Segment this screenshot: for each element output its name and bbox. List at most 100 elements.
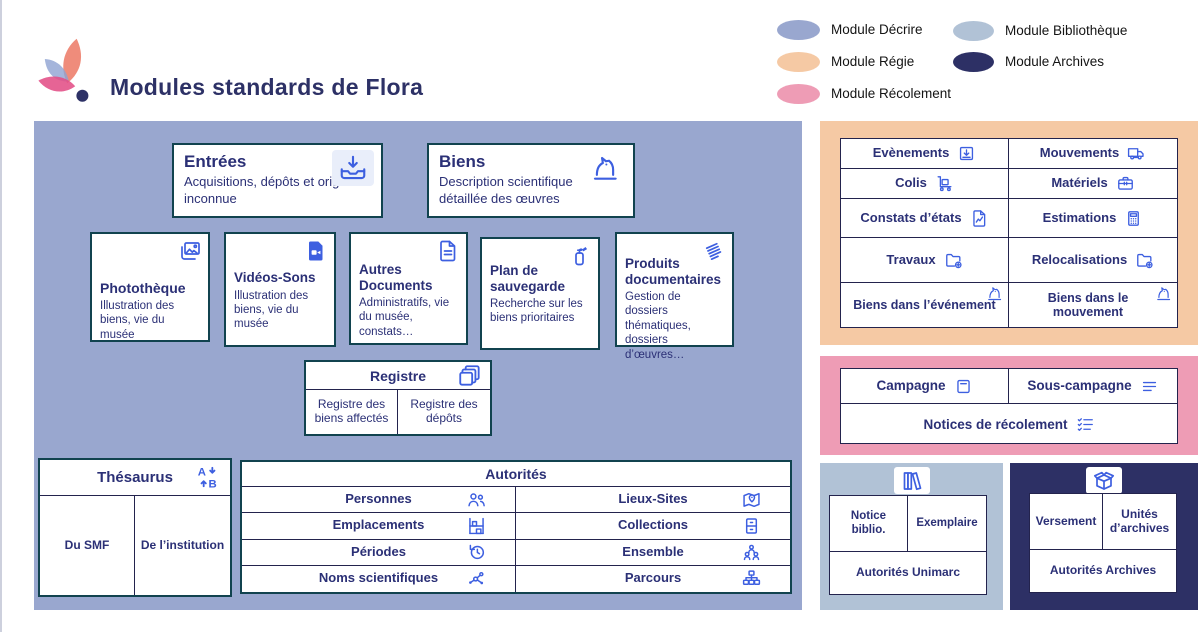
cell-travaux: Travaux — [841, 238, 1009, 283]
truck-icon — [1127, 144, 1146, 163]
cell-label: Exemplaire — [916, 516, 978, 529]
cell-label: Estimations — [1042, 209, 1117, 225]
cell-label: Evènements — [872, 145, 950, 161]
cell-label: Lieux-Sites — [618, 491, 688, 507]
icon-tile — [1086, 467, 1122, 494]
cell-notices-recolement: Notices de récolement — [841, 406, 1177, 443]
registre-title: Registre — [369, 367, 427, 384]
cell-materiels: Matériels — [1009, 169, 1177, 199]
cell-label: De l’institution — [140, 537, 225, 552]
cell-label: Autorités Unimarc — [855, 565, 961, 580]
cell-label: Autorités Archives — [1049, 563, 1157, 578]
trolley-icon — [935, 174, 954, 193]
drawer-icon — [741, 515, 762, 536]
cell-relocalisations: Relocalisations — [1009, 238, 1177, 283]
legend-swatch-archives — [953, 52, 994, 72]
icon-tile — [893, 467, 930, 494]
photos-icon — [178, 239, 202, 263]
extinguisher-icon — [568, 244, 592, 268]
module-archives-panel: Versement Unités d’archives Autorités Ar… — [1010, 463, 1198, 610]
ab-sort-icon — [195, 464, 221, 490]
papers-icon — [702, 239, 726, 263]
box-in-icon — [957, 144, 976, 163]
cell-unites-archives: Unités d’archives — [1103, 494, 1176, 550]
cell-autorites-unimarc: Autorités Unimarc — [830, 552, 986, 594]
module-bibliotheque-panel: Notice biblio. Exemplaire Autorités Unim… — [820, 463, 1003, 610]
molecule-icon — [466, 568, 487, 589]
box-title: Entrées — [184, 152, 247, 171]
box-title: Biens — [439, 152, 486, 171]
regie-table: Evènements Mouvements Colis Matériels Co… — [840, 138, 1178, 328]
group-icon — [741, 542, 762, 563]
box-subtitle: Acquisitions, dépôts et origine inconnue — [184, 174, 357, 206]
cell-exemplaire: Exemplaire — [908, 496, 986, 552]
bibliotheque-table: Notice biblio. Exemplaire Autorités Unim… — [829, 495, 987, 595]
sitemap-icon — [741, 568, 762, 589]
box-subtitle: Recherche sur les biens prioritaires — [490, 298, 583, 325]
cell-noms-scientifiques: Noms scientifiques — [242, 565, 516, 592]
cell-versement: Versement — [1030, 494, 1103, 550]
toolbox-icon — [1116, 174, 1135, 193]
cell-label: Colis — [895, 175, 927, 191]
cell-mouvements: Mouvements — [1009, 139, 1177, 169]
box-subtitle: Description scientifique détaillée des œ… — [439, 174, 573, 206]
file-chart-icon — [970, 209, 989, 228]
video-file-icon — [304, 239, 328, 263]
cell-label: Noms scientifiques — [318, 570, 439, 586]
horse-icon — [986, 285, 1003, 302]
cell-du-smf: Du SMF — [40, 496, 135, 595]
autorites-title: Autorités — [485, 466, 547, 482]
cell-ensemble: Ensemble — [516, 539, 790, 566]
box-plan-sauvegarde: Plan de sauvegarde Recherche sur les bie… — [480, 237, 600, 350]
module-recolement-panel: Campagne Sous-campagne Notices de récole… — [820, 356, 1198, 455]
cell-label: Personnes — [345, 491, 412, 507]
cell-sous-campagne: Sous-campagne — [1009, 369, 1177, 404]
folder-plus-icon — [1135, 251, 1154, 270]
cell-label: Relocalisations — [1031, 251, 1128, 267]
shelf-icon — [466, 515, 487, 536]
box-subtitle: Illustration des biens, vie du musée — [234, 289, 309, 331]
legend-swatch-bibliotheque — [953, 21, 994, 41]
box-phototheque: Photothèque Illustration des biens, vie … — [90, 232, 210, 342]
page-title: Modules standards de Flora — [110, 74, 424, 100]
cell-evenements: Evènements — [841, 139, 1009, 169]
calculator-icon — [1124, 209, 1143, 228]
cell-personnes: Personnes — [242, 487, 516, 514]
thesaurus-title: Thésaurus — [97, 469, 173, 486]
legend-label-regie: Module Régie — [831, 54, 915, 69]
legend-label-archives: Module Archives — [1005, 54, 1105, 69]
box-subtitle: Illustration des biens, vie du musée — [100, 300, 175, 341]
horse-icon — [590, 153, 620, 183]
cell-label: Travaux — [886, 251, 936, 267]
cell-label: Registre des biens affectés — [314, 397, 389, 425]
books-icon — [900, 469, 924, 493]
cell-label: Unités d’archives — [1109, 506, 1170, 535]
cell-label: Notice biblio. — [850, 510, 887, 536]
cell-label: Périodes — [351, 543, 406, 559]
legend-swatch-decrire — [777, 20, 820, 40]
bin-icon — [954, 377, 973, 396]
cell-label: Parcours — [624, 570, 682, 586]
cell-periodes: Périodes — [242, 539, 516, 566]
cell-lieux-sites: Lieux-Sites — [516, 487, 790, 514]
box-title: Autres Documents — [359, 262, 433, 293]
icon-tile — [584, 150, 626, 186]
box-subtitle: Administratifs, vie du musée, constats… — [359, 297, 450, 338]
archives-table: Versement Unités d’archives Autorités Ar… — [1029, 493, 1177, 593]
box-biens: Biens Description scientifique détaillée… — [427, 143, 635, 218]
cell-label: Matériels — [1051, 175, 1108, 191]
lines-icon — [1140, 377, 1159, 396]
cell-de-institution: De l’institution — [135, 496, 230, 595]
cell-label: Sous-campagne — [1027, 378, 1132, 394]
cell-label: Registre des dépôts — [410, 397, 478, 425]
inbox-download-icon — [338, 153, 368, 183]
doc-file-icon — [436, 239, 460, 263]
cell-collections: Collections — [516, 513, 790, 540]
cell-label: Versement — [1035, 513, 1097, 528]
cell-registre-biens-affectes: Registre des biens affectés — [306, 390, 398, 434]
recolement-table: Campagne Sous-campagne Notices de récole… — [840, 368, 1178, 444]
people-icon — [466, 489, 487, 510]
cell-emplacements: Emplacements — [242, 513, 516, 540]
box-title: Photothèque — [100, 280, 186, 296]
